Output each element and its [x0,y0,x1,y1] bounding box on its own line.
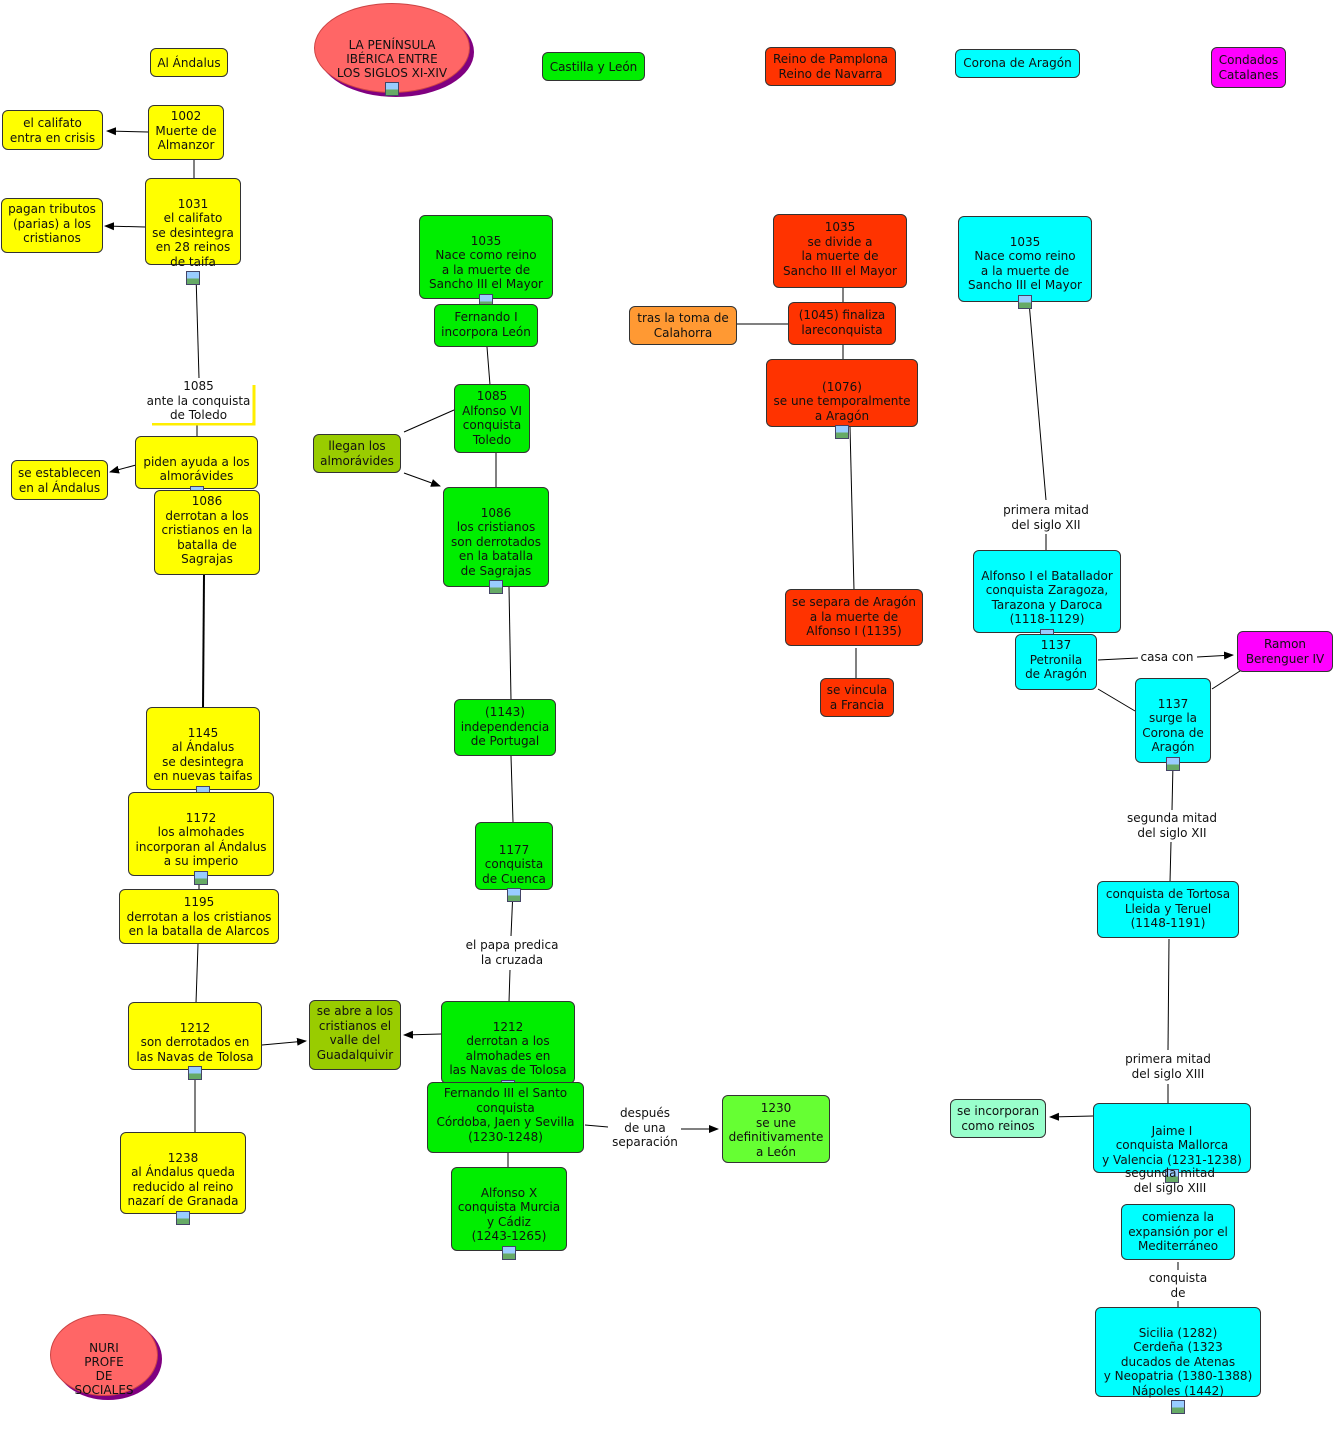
andalus-1031-text: 1031 el califato se desintegra en 28 rei… [152,196,234,269]
andalus-1145-text: 1145 al Ándalus se desintegra en nuevas … [153,725,253,784]
aragon-reinos[interactable]: se incorporan como reinos [950,1099,1046,1138]
aragon-label-casa: casa con [1138,650,1196,665]
castilla-alfonso-x[interactable]: Alfonso X conquista Murcia y Cádiz (1243… [451,1167,567,1260]
andalus-1086[interactable]: 1086 derrotan a los cristianos en la bat… [154,490,260,575]
andalus-1172[interactable]: 1172 los almohades incorporan al Ándalus… [128,792,274,885]
image-icon[interactable] [507,888,521,902]
image-icon[interactable] [1018,294,1032,309]
andalus-califato-crisis[interactable]: el califato entra en crisis [2,110,103,150]
andalus-establecen[interactable]: se establecen en al Ándalus [11,460,108,500]
image-icon[interactable] [835,425,849,439]
castilla-1212-text: 1212 derrotan a los almohades en las Nav… [449,1019,567,1078]
aragon-corona[interactable]: 1137 surge la Corona de Aragón [1135,678,1211,771]
castilla-1230[interactable]: 1230 se une definitivamente a León [722,1095,830,1163]
image-icon[interactable] [188,1066,202,1080]
image-icon[interactable] [1171,1400,1185,1414]
andalus-1031[interactable]: 1031 el califato se desintegra en 28 rei… [145,178,241,285]
andalus-piden-ayuda-text: piden ayuda a los almorávides [143,454,250,484]
pamplona-1076-text: (1076) se une temporalmente a Aragón [773,379,911,423]
andalus-1238-text: 1238 al Ándalus queda reducido al reino … [127,1150,239,1209]
castilla-1035-text: 1035 Nace como reino a la muerte de Sanc… [429,233,543,292]
andalus-1172-text: 1172 los almohades incorporan al Ándalus… [135,810,267,869]
andalus-1212-text: 1212 son derrotados en las Navas de Tolo… [136,1020,254,1064]
castilla-1086-text: 1086 los cristianos son derrotados en la… [450,505,542,578]
castilla-1143[interactable]: (1143) independencia de Portugal [454,699,556,756]
castilla-label-separacion: después de una separación [609,1106,681,1150]
aragon-sicilia[interactable]: Sicilia (1282) Cerdeña (1323 ducados de … [1095,1307,1261,1414]
castilla-alfonso-x-text: Alfonso X conquista Murcia y Cádiz (1243… [457,1185,561,1244]
aragon-jaime-i[interactable]: Jaime I conquista Mallorca y Valencia (1… [1093,1103,1251,1183]
author-ellipse: NURI PROFE DE SOCIALES [50,1314,158,1397]
andalus-1002[interactable]: 1002 Muerte de Almanzor [148,105,224,160]
aragon-label-xiii-2: segunda mitad del siglo XIII [1125,1166,1215,1195]
title-text: LA PENÍNSULA IBÉRICA ENTRE LOS SIGLOS XI… [336,38,448,80]
aragon-label-xii-2: segunda mitad del siglo XII [1122,811,1222,840]
aragon-alfonso-i[interactable]: Alfonso I el Batallador conquista Zarago… [973,550,1121,643]
image-icon[interactable] [502,1245,516,1260]
image-icon[interactable] [385,82,399,96]
image-icon[interactable] [1165,1169,1179,1183]
header-aragon[interactable]: Corona de Aragón [955,49,1080,78]
image-icon[interactable] [186,271,200,285]
castilla-almoravides[interactable]: llegan los almorávides [313,434,401,473]
author-text: NURI PROFE DE SOCIALES [74,1341,134,1397]
image-icon[interactable] [194,870,208,885]
castilla-fernando-iii[interactable]: Fernando III el Santo conquista Córdoba,… [427,1082,584,1153]
andalus-1212[interactable]: 1212 son derrotados en las Navas de Tolo… [128,1002,262,1080]
pamplona-1076[interactable]: (1076) se une temporalmente a Aragón [766,359,918,439]
andalus-parias[interactable]: pagan tributos (parias) a los cristianos [1,198,103,253]
aragon-1035-text: 1035 Nace como reino a la muerte de Sanc… [968,234,1082,293]
aragon-tortosa[interactable]: conquista de Tortosa Lleida y Teruel (11… [1097,881,1239,938]
pamplona-separa[interactable]: se separa de Aragón a la muerte de Alfon… [785,589,923,646]
aragon-mediterraneo[interactable]: comienza la expansión por el Mediterráne… [1121,1204,1235,1260]
andalus-guadalquivir[interactable]: se abre a los cristianos el valle del Gu… [309,1000,401,1070]
image-icon[interactable] [489,580,503,594]
aragon-alfonso-i-text: Alfonso I el Batallador conquista Zarago… [981,568,1113,627]
image-icon[interactable] [1166,756,1180,771]
aragon-corona-text: 1137 surge la Corona de Aragón [1142,696,1204,755]
castilla-1177-text: 1177 conquista de Cuenca [482,842,546,886]
castilla-label-cruzada: el papa predica la cruzada [460,938,564,967]
castilla-1085[interactable]: 1085 Alfonso VI conquista Toledo [454,384,530,453]
castilla-1212[interactable]: 1212 derrotan a los almohades en las Nav… [441,1001,575,1094]
aragon-jaime-i-text: Jaime I conquista Mallorca y Valencia (1… [1102,1123,1242,1167]
andalus-1238[interactable]: 1238 al Ándalus queda reducido al reino … [120,1132,246,1225]
andalus-1145[interactable]: 1145 al Ándalus se desintegra en nuevas … [146,707,260,800]
aragon-label-conquista: conquista de [1140,1271,1216,1300]
aragon-label-xii-1: primera mitad del siglo XII [996,503,1096,532]
header-condados[interactable]: Condados Catalanes [1211,47,1286,88]
andalus-label-1085: 1085 ante la conquista de Toledo [145,379,252,423]
aragon-label-xiii-1: primera mitad del siglo XIII [1118,1052,1218,1081]
aragon-petronila[interactable]: 1137 Petronila de Aragón [1015,634,1097,690]
aragon-sicilia-text: Sicilia (1282) Cerdeña (1323 ducados de … [1103,1325,1253,1398]
andalus-1195[interactable]: 1195 derrotan a los cristianos en la bat… [119,889,279,944]
title-ellipse: LA PENÍNSULA IBÉRICA ENTRE LOS SIGLOS XI… [314,3,470,96]
pamplona-1035[interactable]: 1035 se divide a la muerte de Sancho III… [773,214,907,288]
header-castilla[interactable]: Castilla y León [542,52,645,81]
castilla-1086[interactable]: 1086 los cristianos son derrotados en la… [443,487,549,594]
aragon-1035[interactable]: 1035 Nace como reino a la muerte de Sanc… [958,216,1092,309]
aragon-berenguer[interactable]: Ramon Berenguer IV [1237,631,1333,672]
header-andalus[interactable]: Al Ándalus [150,48,228,77]
pamplona-1045[interactable]: (1045) finaliza lareconquista [788,302,896,345]
header-pamplona[interactable]: Reino de Pamplona Reino de Navarra [765,47,896,86]
castilla-1177[interactable]: 1177 conquista de Cuenca [475,822,553,902]
castilla-1035[interactable]: 1035 Nace como reino a la muerte de Sanc… [419,215,553,308]
image-icon[interactable] [176,1210,190,1225]
castilla-fernando-i[interactable]: Fernando I incorpora León [434,304,538,347]
pamplona-francia[interactable]: se vincula a Francia [820,678,894,717]
andalus-piden-ayuda[interactable]: piden ayuda a los almorávides [135,436,258,500]
pamplona-calahorra[interactable]: tras la toma de Calahorra [629,306,737,345]
